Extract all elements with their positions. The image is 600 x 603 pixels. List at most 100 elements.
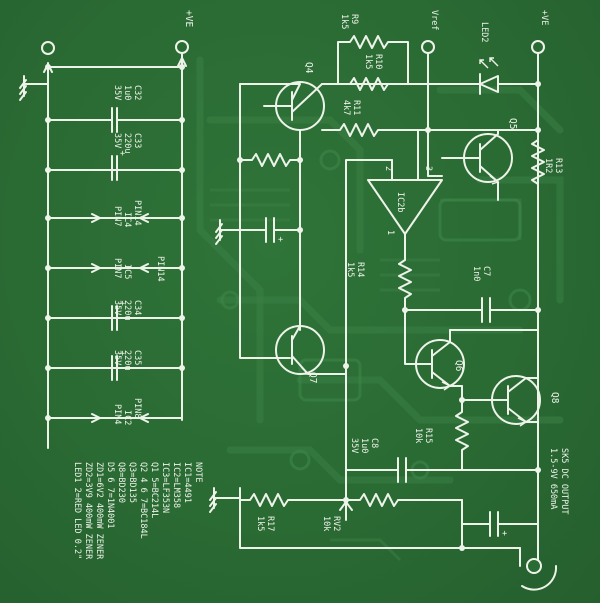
vref-label: Vref bbox=[429, 10, 439, 30]
c7-value: 1n0 bbox=[471, 266, 481, 281]
transistor-q8 bbox=[461, 375, 541, 427]
cap-c34-symbol: + bbox=[111, 299, 125, 331]
c35-label: C35 bbox=[132, 350, 142, 365]
vref-terminal bbox=[421, 40, 435, 54]
c34-value: 220u bbox=[122, 300, 132, 320]
opamp-pin1: 1 bbox=[385, 230, 395, 235]
r9-value: 1k5 bbox=[339, 14, 349, 29]
opamp-ic2b bbox=[367, 129, 443, 253]
ground-symbol-bottom bbox=[209, 487, 241, 513]
r11-value: 4k7 bbox=[341, 100, 351, 115]
note-4: Q1 5=BC214L bbox=[149, 462, 159, 518]
note-10: ZD2=3V9 400mW ZENER bbox=[83, 462, 93, 560]
ground-terminal-left bbox=[41, 41, 55, 55]
bypass-cap-left: + bbox=[215, 217, 301, 245]
ic2-label: IC2 bbox=[122, 410, 132, 425]
c32-label: C32 bbox=[132, 85, 142, 100]
note-9: ZD1=6V2 400mW ZENER bbox=[94, 462, 104, 560]
c35-value: 220u bbox=[122, 350, 132, 370]
ground-symbol-left bbox=[19, 75, 49, 101]
r10-value: 1k5 bbox=[363, 54, 373, 69]
note-6: Q3=BD135 bbox=[127, 462, 137, 503]
rv2-value: 10k bbox=[321, 516, 331, 531]
c8-label: C8 bbox=[369, 438, 379, 448]
ic5-bottom-pin: PIN7 bbox=[112, 258, 122, 278]
svg-text:+: + bbox=[502, 529, 507, 539]
ic5-label: IC5 bbox=[122, 264, 132, 279]
c33-value: 220u bbox=[122, 133, 132, 153]
note-11: LED1 2=RED LED 0.2" bbox=[72, 462, 82, 559]
c34-label: C34 bbox=[132, 300, 142, 315]
rv2-label: RV2 bbox=[331, 516, 341, 531]
svg-text:+: + bbox=[120, 149, 125, 159]
output-cap: + bbox=[461, 499, 539, 549]
c33-voltage: 35V bbox=[112, 133, 122, 148]
component-notes: NOTE IC1=4491 IC2=LM358 IC3=LF353N Q1 5=… bbox=[72, 462, 203, 560]
q6-label: Q6 bbox=[453, 360, 464, 372]
c35-voltage: 35V bbox=[112, 350, 122, 365]
output-label-line1: SK5 DC OUTPUT bbox=[559, 448, 569, 515]
r14-label: R14 bbox=[355, 262, 365, 277]
note-7: Q8=BD230 bbox=[116, 462, 126, 503]
cap-c35-symbol: + bbox=[111, 349, 125, 381]
ic5-top-pin: PIN14 bbox=[155, 256, 165, 282]
vcc-label-right: +VE bbox=[539, 10, 549, 25]
svg-text:+: + bbox=[120, 299, 125, 309]
r17-label: R17 bbox=[265, 516, 275, 531]
r10-label: R10 bbox=[373, 54, 383, 69]
ic4-label: IC4 bbox=[122, 212, 132, 227]
c32-value: 1u0 bbox=[122, 85, 132, 100]
r11-label: R11 bbox=[351, 100, 361, 115]
note-0: NOTE bbox=[193, 462, 203, 482]
r17-value: 1k5 bbox=[255, 516, 265, 531]
pcb-background-traces bbox=[196, 56, 564, 562]
note-3: IC3=LF353N bbox=[160, 462, 170, 513]
c34-voltage: 35V bbox=[112, 300, 122, 315]
vcc-label-left: +VE bbox=[183, 10, 194, 27]
svg-text:+: + bbox=[120, 349, 125, 359]
left-power-section: +VE + bbox=[19, 10, 203, 560]
transistor-q5 bbox=[441, 129, 513, 201]
ic4-top-pin: PIN14 bbox=[132, 200, 142, 226]
c33-label: C33 bbox=[132, 133, 142, 148]
ic4-bottom-pin: PIN7 bbox=[112, 206, 122, 226]
note-8: D5 6 7=1N4001 bbox=[105, 462, 115, 529]
regulator-circuit: Q4 R9 1k5 R10 1k5 Vref LED2 +VE bbox=[209, 10, 569, 591]
q5-label: Q5 bbox=[507, 118, 518, 129]
note-5: Q2 4 6 7=BC184L bbox=[138, 462, 148, 539]
q4-label: Q4 bbox=[303, 62, 314, 74]
q7-label: Q7 bbox=[307, 372, 318, 383]
led2-label: LED2 bbox=[479, 22, 489, 42]
ic2-bottom-pin: PIN4 bbox=[112, 404, 122, 424]
r15-value: 10k bbox=[413, 428, 423, 443]
r13-value: 1R2 bbox=[543, 158, 553, 173]
ic-pin-arrows bbox=[91, 213, 149, 423]
r13-label: R13 bbox=[553, 158, 563, 173]
r9-label: R9 bbox=[349, 14, 359, 24]
note-2: IC2=LM358 bbox=[171, 462, 181, 508]
transistor-q4 bbox=[263, 81, 325, 161]
transistor-q6 bbox=[404, 329, 465, 391]
r15-label: R15 bbox=[423, 428, 433, 443]
opamp-pin2: 2 bbox=[383, 166, 393, 171]
c8-value: 1u0 bbox=[359, 438, 369, 453]
cap-c8-symbol bbox=[345, 457, 463, 483]
note-1: IC1=4491 bbox=[182, 462, 192, 503]
output-label-line2: 1.5-9V 650mA bbox=[548, 448, 558, 509]
transistor-q7 bbox=[275, 325, 325, 375]
r14-value: 1k5 bbox=[345, 262, 355, 277]
vcc-terminal-right bbox=[531, 40, 545, 54]
c8-voltage: 35V bbox=[349, 438, 359, 453]
ic2b-label: IC2b bbox=[395, 192, 405, 212]
svg-text:+: + bbox=[278, 235, 283, 245]
cap-c7-symbol bbox=[404, 297, 539, 323]
opamp-pin3: 3 bbox=[423, 166, 433, 171]
output-socket-sk5 bbox=[519, 547, 558, 591]
ic2-top-pin: PIN8 bbox=[132, 398, 142, 418]
c7-label: C7 bbox=[481, 266, 491, 276]
vcc-terminal-left bbox=[175, 40, 189, 54]
c32-voltage: 35V bbox=[112, 85, 122, 100]
q8-label: Q8 bbox=[549, 392, 560, 404]
